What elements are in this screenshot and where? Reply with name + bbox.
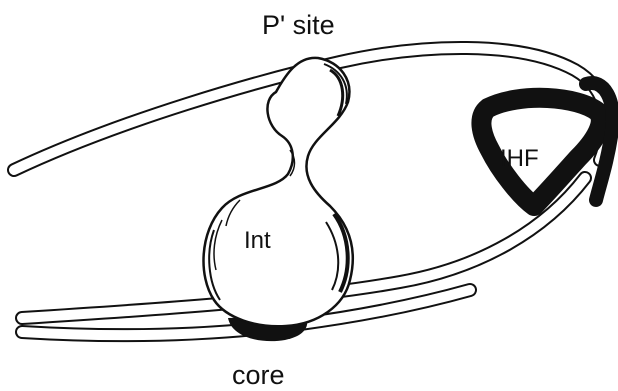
core-label: core (232, 360, 285, 390)
int-label: Int (244, 227, 271, 254)
ihf-label: IHF (500, 145, 539, 172)
p-prime-site-label: P' site (262, 10, 335, 40)
